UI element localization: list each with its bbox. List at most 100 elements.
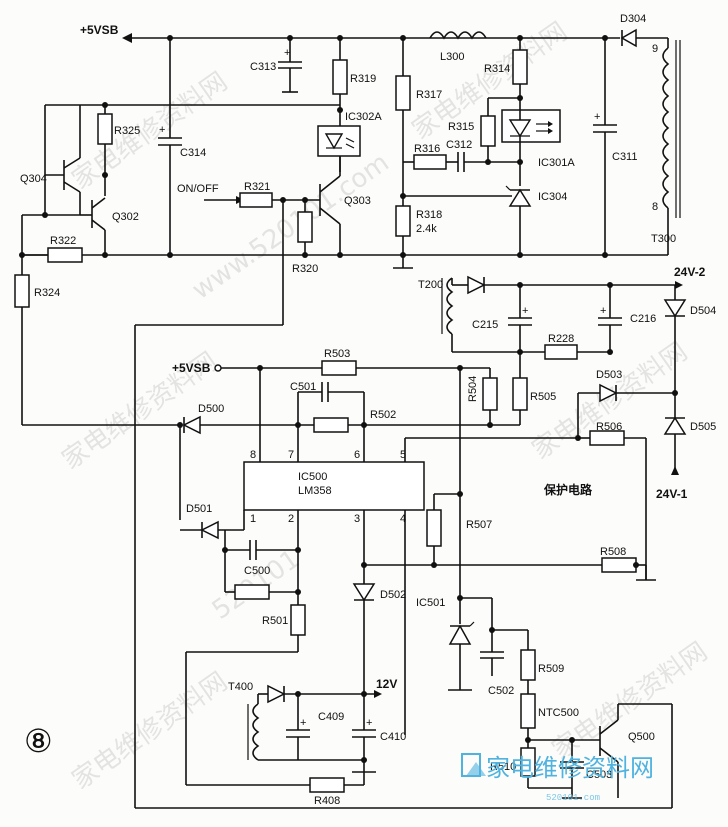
watermark-text: 家电维修资料网: [67, 667, 233, 796]
r324-label: R324: [34, 287, 60, 299]
r318-value: 2.4k: [416, 223, 437, 235]
r501-label: R501: [262, 615, 288, 627]
resistor-r319: [332, 59, 348, 95]
svg-text:+: +: [366, 717, 372, 729]
pin7-label: 7: [288, 449, 294, 461]
svg-text:+: +: [300, 717, 306, 729]
thermistor-ntc500: [520, 693, 536, 729]
resistor-r322: [47, 247, 83, 263]
r408-label: R408: [314, 795, 340, 807]
lm358-label: LM358: [298, 485, 332, 497]
c216-label: C216: [630, 313, 656, 325]
q500-label: Q500: [628, 731, 655, 743]
figure-number: ⑧: [24, 722, 53, 760]
l300-label: L300: [440, 51, 464, 63]
r317-label: R317: [416, 89, 442, 101]
resistor-r505: [512, 377, 528, 411]
t400-section: T400 12V + C409 + C410 R408: [228, 677, 406, 807]
c215-label: C215: [472, 319, 498, 331]
d500-label: D500: [198, 403, 224, 415]
resistor-r-feedback: [234, 584, 270, 600]
r320-label: R320: [292, 263, 318, 275]
watermark-text: 家电维修资料网: [67, 67, 233, 196]
arrow-left-icon: [122, 33, 132, 43]
optocoupler-ic301a: [501, 109, 561, 143]
watermark-text: www.520101.com: [187, 148, 395, 306]
v24-2-label: 24V-2: [674, 265, 706, 279]
resistor-r318: [395, 205, 411, 237]
c311-label: C311: [612, 151, 637, 163]
r319-label: R319: [350, 73, 376, 85]
resistor-r315: [480, 115, 496, 147]
d304-label: D304: [620, 13, 646, 25]
v5vsb-mid-label: +5VSB: [172, 361, 211, 375]
resistor-r501: [290, 604, 306, 636]
d502-label: D502: [380, 589, 406, 601]
resistor-r507: [426, 509, 442, 547]
resistor-r325: [97, 113, 113, 145]
pin2-label: 2: [288, 513, 294, 525]
resistor-r503: [321, 360, 357, 376]
ntc500-label: NTC500: [538, 707, 579, 719]
pin1-label: 1: [250, 513, 256, 525]
ic301a-label: IC301A: [538, 157, 575, 169]
pin6-label: 6: [354, 449, 360, 461]
d501-label: D501: [186, 503, 212, 515]
brand-site: 520101.com: [546, 793, 600, 803]
r322-label: R322: [50, 235, 76, 247]
c312-label: C312: [446, 139, 472, 151]
resistor-r508: [601, 557, 637, 573]
resistor-r506: [589, 430, 625, 446]
optocoupler-ic302a: [317, 125, 361, 157]
r318-label: R318: [416, 209, 442, 221]
ic304-label: IC304: [538, 191, 567, 203]
svg-text:+: +: [600, 305, 606, 317]
c501-label: C501: [290, 381, 316, 393]
v24-1-label: 24V-1: [656, 487, 688, 501]
r507-label: R507: [466, 519, 492, 531]
d504-label: D504: [690, 305, 716, 317]
ic302a-label: IC302A: [345, 111, 382, 123]
resistor-r321: [239, 192, 273, 208]
bottom-right-section: IC501 C502 R509 NTC500 R510: [135, 595, 673, 809]
r316-label: R316: [414, 143, 440, 155]
svg-text:+: +: [522, 305, 528, 317]
c500-label: C500: [244, 565, 270, 577]
r321-label: R321: [244, 181, 270, 193]
d503-label: D503: [596, 369, 622, 381]
t300-pin8: 8: [652, 201, 658, 213]
t300-label: T300: [651, 233, 676, 245]
r509-label: R509: [538, 663, 564, 675]
t300-pin9: 9: [652, 43, 658, 55]
c410-label: C410: [380, 731, 406, 743]
resistor-r509: [520, 649, 536, 681]
resistor-r320: [297, 211, 313, 243]
c503-label: C503: [586, 769, 612, 781]
r315-label: R315: [448, 121, 474, 133]
svg-text:+: +: [284, 47, 290, 59]
resistor-r504: [482, 377, 498, 411]
r314-label: R314: [484, 63, 510, 75]
onoff-label: ON/OFF: [177, 183, 219, 195]
c409-label: C409: [318, 711, 344, 723]
resistor-r324: [14, 274, 30, 308]
resistor-r317: [395, 75, 411, 111]
resistor-r502: [313, 417, 349, 433]
r504-label: R504: [467, 376, 479, 402]
v12-label: 12V: [376, 677, 397, 691]
pin3-label: 3: [354, 513, 360, 525]
q303-label: Q303: [344, 195, 371, 207]
ic500-section: +5VSB R503 R504 R505 D500 C501: [172, 348, 656, 786]
pin5-label: 5: [400, 449, 406, 461]
ic501-label: IC501: [416, 597, 445, 609]
pin4-label: 4: [400, 513, 406, 525]
r508-label: R508: [600, 546, 626, 558]
protect-circuit-label: 保护电路: [543, 482, 593, 497]
svg-text:+: +: [594, 111, 600, 123]
r228-label: R228: [548, 333, 574, 345]
resistor-r228: [544, 344, 578, 360]
brand-name: 家电维修资料网: [486, 754, 654, 782]
ic500-label: IC500: [298, 471, 327, 483]
d505-label: D505: [690, 421, 716, 433]
